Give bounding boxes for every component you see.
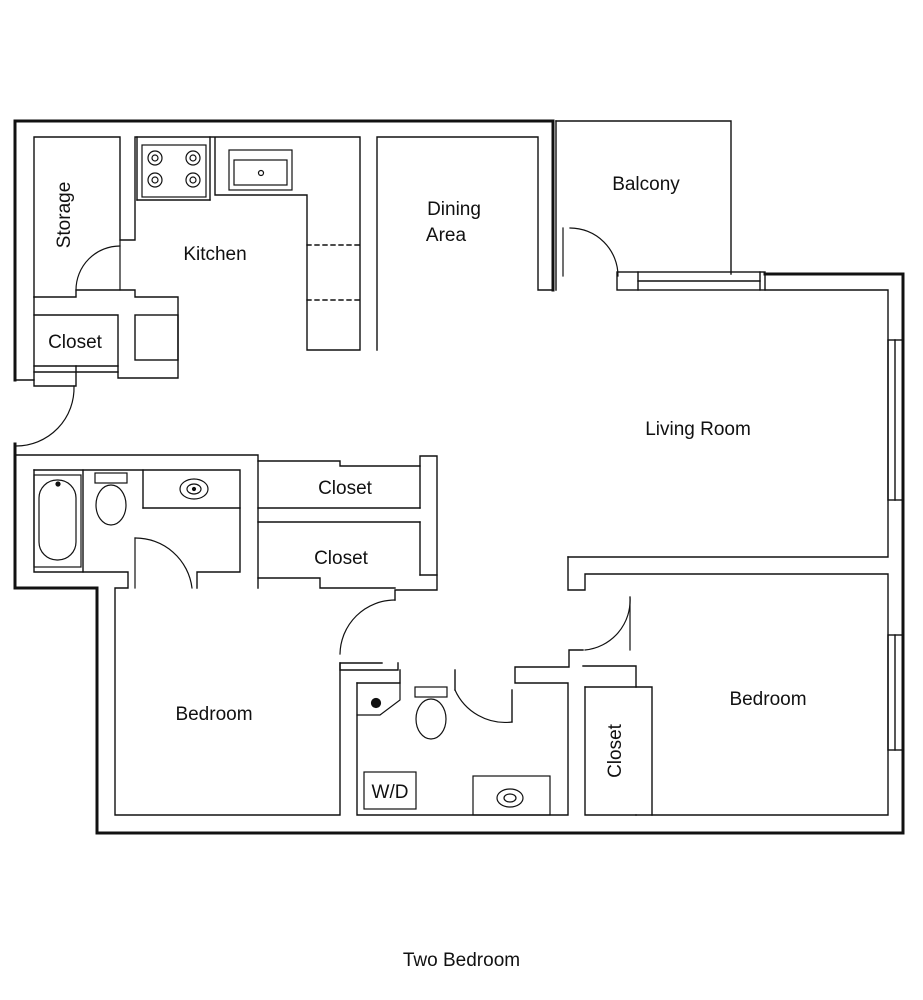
bathtub [33,474,82,568]
bedroom-left-label: Bedroom [175,704,252,725]
laundry-label: W/D [372,782,409,803]
interior-walls [14,120,904,816]
dining-label-line2: Area [426,225,467,246]
dining-label-line1: Dining [427,199,481,220]
living-room-label: Living Room [645,419,751,440]
closet-right-label: Closet [605,723,626,778]
toilet-1 [94,472,128,526]
bedroom-right-label: Bedroom [729,689,806,710]
kitchen-label: Kitchen [183,244,246,265]
laundry-unit [356,682,417,810]
storage-label: Storage [54,182,75,249]
closet-hall-lower-label: Closet [314,548,369,569]
toilet-2 [414,686,448,740]
door-swings [15,227,631,724]
balcony-label: Balcony [612,174,680,195]
kitchen-sink [228,149,293,191]
sink-1 [179,478,209,500]
kitchen-stove [141,144,207,198]
closet-hall-upper-label: Closet [318,478,373,499]
exterior-walls [13,119,905,835]
closet-entry-label: Closet [48,332,103,353]
sink-2 [472,775,551,816]
plan-title: Two Bedroom [402,950,521,971]
